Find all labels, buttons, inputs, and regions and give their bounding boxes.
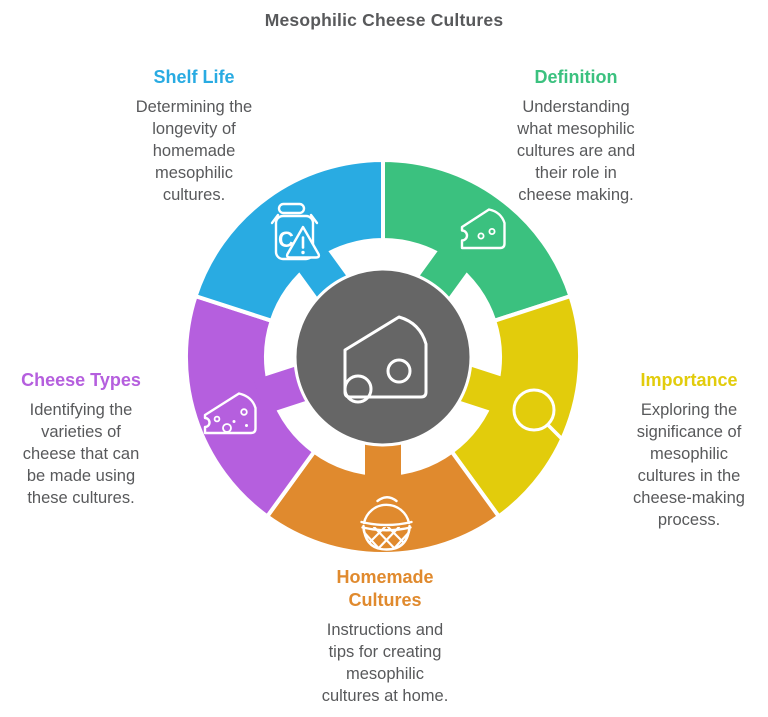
section-shelf-life-description: Determining the longevity of homemade me… xyxy=(135,98,253,204)
section-homemade-cultures-heading: Homemade Cultures xyxy=(336,567,434,610)
section-cheese-types: Cheese Types Identifying the varieties o… xyxy=(0,369,162,509)
section-homemade-cultures: Homemade Cultures Instructions and tips … xyxy=(275,566,495,707)
cheese-block-icon xyxy=(343,315,428,404)
section-cheese-types-description: Identifying the varieties of cheese that… xyxy=(22,401,140,507)
section-homemade-cultures-description: Instructions and tips for creating mesop… xyxy=(321,621,449,705)
section-shelf-life-heading: Shelf Life xyxy=(153,67,235,87)
segment-homemade-cultures xyxy=(264,448,502,557)
section-importance-description: Exploring the significance of mesophilic… xyxy=(633,401,745,529)
center-hub xyxy=(293,267,473,447)
segment-cheese-types xyxy=(184,293,317,520)
cheese-wedge-icon xyxy=(460,208,506,250)
magnifier-icon xyxy=(512,388,563,440)
section-shelf-life: Shelf Life Determining the longevity of … xyxy=(84,66,304,206)
cheese-slice-icon xyxy=(203,392,257,435)
section-importance-heading: Importance xyxy=(640,370,738,390)
section-definition-heading: Definition xyxy=(534,67,618,87)
section-importance: Importance Exploring the significance of… xyxy=(599,369,768,531)
page-title: Mesophilic Cheese Cultures xyxy=(264,10,504,30)
segment-shelf-life xyxy=(193,157,385,324)
section-definition-description: Understanding what mesophilic cultures a… xyxy=(516,98,636,204)
section-cheese-types-heading: Cheese Types xyxy=(21,370,141,390)
segment-definition xyxy=(381,157,573,324)
milk-jug-warning-icon: C xyxy=(270,202,321,261)
section-definition: Definition Understanding what mesophilic… xyxy=(466,66,686,206)
jug-letter: C xyxy=(278,227,294,252)
segment-importance xyxy=(449,293,582,520)
